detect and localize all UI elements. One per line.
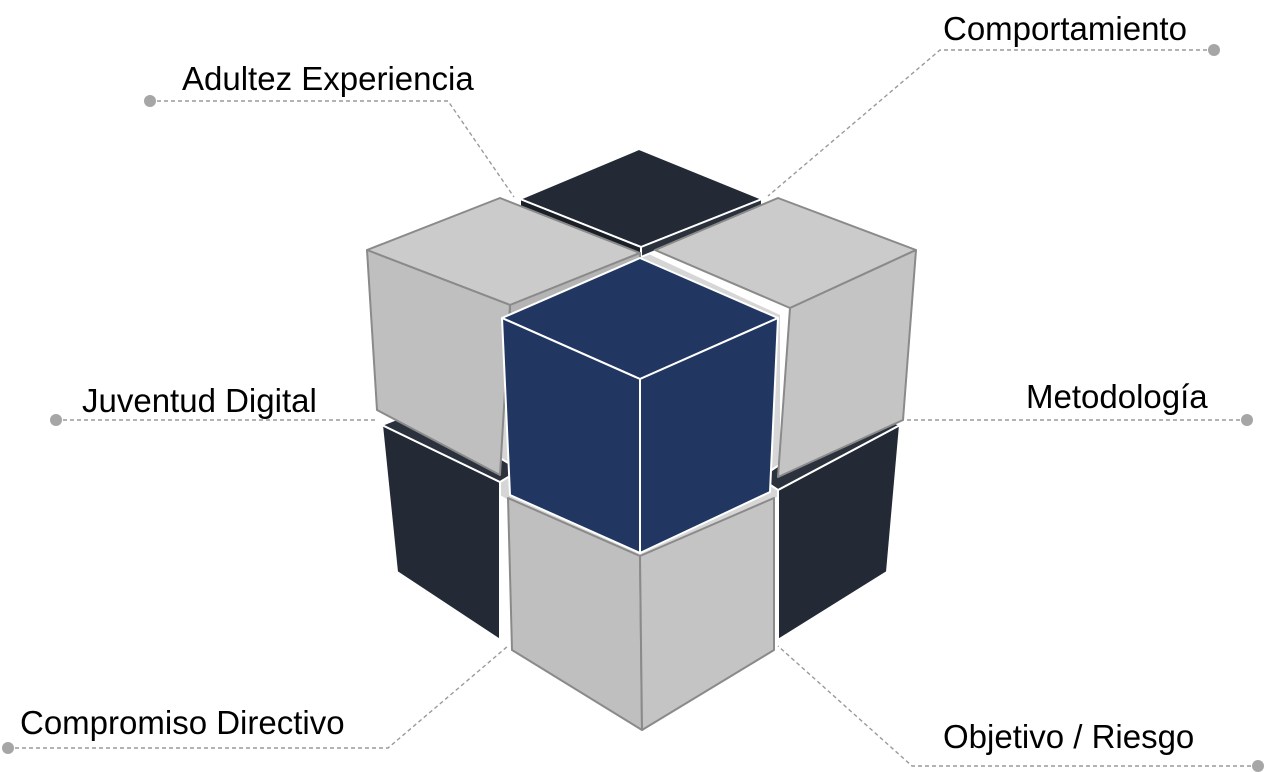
dot-juventud xyxy=(50,414,62,426)
center-navy-cube xyxy=(501,257,779,554)
dot-comportamiento xyxy=(1208,44,1220,56)
dot-adultez xyxy=(144,95,156,107)
leader-comportamiento xyxy=(767,49,1214,197)
label-objetivo-riesgo: Objetivo / Riesgo xyxy=(943,718,1195,755)
leader-objetivo xyxy=(777,645,1258,767)
leader-compromiso xyxy=(8,645,509,749)
label-compromiso-directivo: Compromiso Directivo xyxy=(20,704,345,741)
dot-metodologia xyxy=(1241,414,1253,426)
top-right-gray-cube xyxy=(654,197,917,478)
dot-compromiso xyxy=(2,742,14,754)
dot-objetivo xyxy=(1252,760,1264,772)
label-comportamiento: Comportamiento xyxy=(943,10,1187,47)
label-juventud-digital: Juventud Digital xyxy=(82,382,317,419)
label-metodologia: Metodología xyxy=(1026,378,1208,415)
leader-adultez xyxy=(150,100,515,198)
label-adultez-experiencia: Adultez Experiencia xyxy=(182,60,474,97)
